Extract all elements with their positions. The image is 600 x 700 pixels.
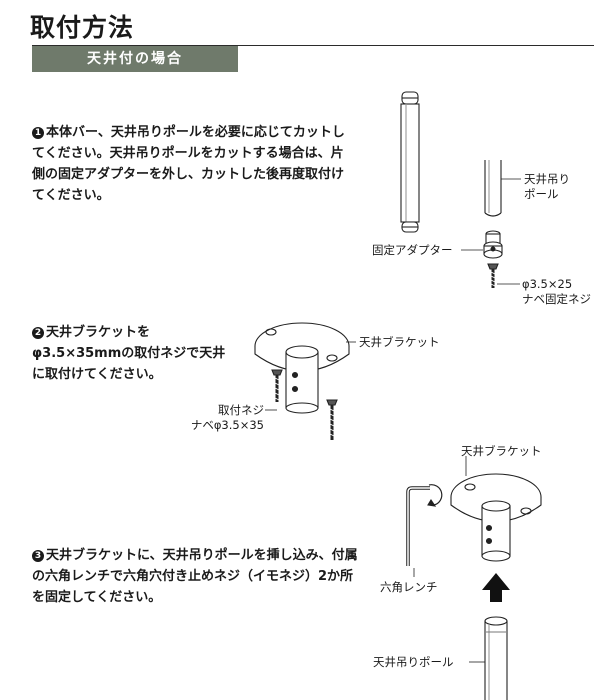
ceiling-bracket-illustration [254, 322, 350, 414]
up-arrow-icon [482, 573, 510, 602]
label-fixed-adapter: 固定アダプター [372, 243, 453, 257]
section-heading: 天井付の場合 [32, 46, 238, 72]
ceiling-bracket-illustration-2 [450, 473, 542, 562]
step-number-badge: 3 [32, 550, 44, 562]
label-line: ポール [524, 187, 559, 201]
label-line: 天井吊り [524, 172, 570, 186]
label-line: ナベ固定ネジ [522, 292, 591, 306]
label-line: ナベφ3.5×35 [190, 418, 264, 432]
mounting-screw-illustration [271, 369, 338, 440]
step-number-badge: 1 [32, 127, 44, 139]
main-bar-illustration [400, 91, 420, 233]
label-mounting-screw: 取付ネジ ナベφ3.5×35 [160, 403, 264, 433]
ceiling-pole-illustration [484, 160, 502, 217]
label-ceiling-pole: 天井吊り ポール [524, 172, 570, 202]
label-ceiling-pole-2: 天井吊りポール [373, 655, 454, 669]
step-3-text: 天井ブラケットに、天井吊りポールを挿し込み、付属の六角レンチで六角穴付き止めネジ… [32, 548, 358, 605]
label-hex-wrench: 六角レンチ [380, 580, 438, 594]
fixing-screw-illustration [487, 263, 499, 288]
page-title: 取付方法 [30, 13, 135, 42]
label-ceiling-bracket-2: 天井ブラケット [461, 444, 542, 458]
label-fixing-screw: φ3.5×25 ナベ固定ネジ [522, 277, 591, 307]
step-1-text: 本体バー、天井吊りポールを必要に応じてカットしてください。天井吊りポールをカット… [32, 125, 345, 203]
label-line: φ3.5×25 [522, 277, 573, 291]
fixed-adapter-illustration [483, 230, 503, 259]
label-line: 取付ネジ [218, 403, 264, 417]
hex-wrench-illustration [406, 484, 443, 566]
title-divider [32, 45, 594, 46]
label-ceiling-bracket: 天井ブラケット [359, 335, 440, 349]
step-number-badge: 2 [32, 327, 44, 339]
step-2-text: 天井ブラケットを φ3.5×35mmの取付ネジで天井に取付けてください。 [32, 325, 226, 382]
ceiling-pole-illustration-2 [484, 616, 508, 700]
